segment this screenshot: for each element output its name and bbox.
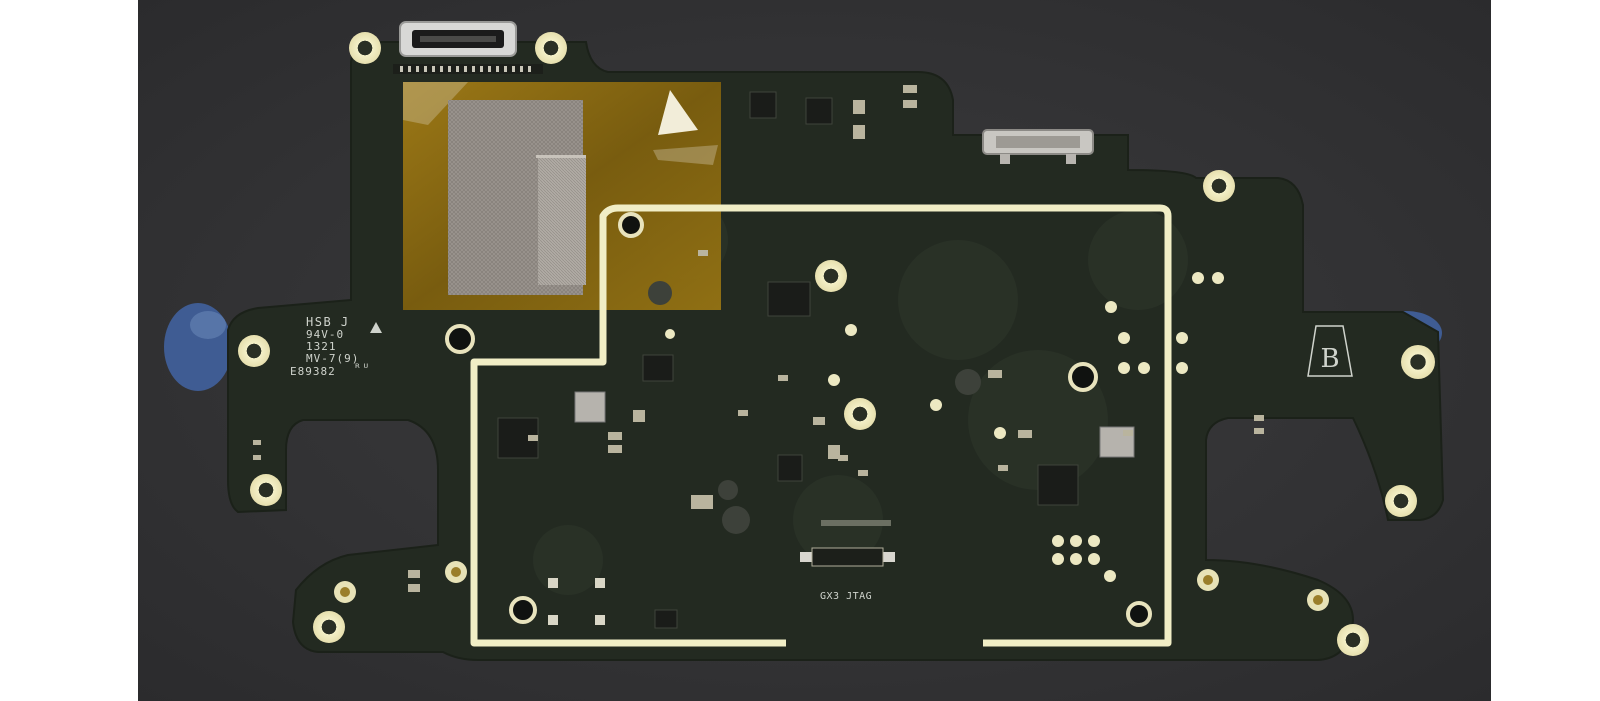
silkscreen-date-code: 1321 [306, 340, 337, 353]
mounting-holes [238, 32, 1435, 656]
silkscreen-ul-file: E89382 [290, 365, 336, 378]
silkscreen-jtag-label: GX3 JTAG [820, 591, 873, 602]
pcb-photo: HSB J 94V-0 1321 MV-7(9) E89382 ᴿᵁ GX3 J… [138, 0, 1491, 701]
ul-mark-icon: ᴿᵁ [354, 361, 371, 375]
silkscreen-maker: HSB J [306, 315, 350, 329]
antenna-trace [470, 204, 1172, 647]
jtag-header [800, 520, 895, 567]
side-connector [982, 129, 1094, 164]
top-connector [399, 21, 517, 57]
silkscreen-side-mark: B [1320, 344, 1340, 374]
silkscreen-model: MV-7(9) [306, 352, 360, 365]
silkscreen-rating: 94V-0 [306, 328, 345, 341]
pcb-board-drawing [164, 21, 1445, 661]
